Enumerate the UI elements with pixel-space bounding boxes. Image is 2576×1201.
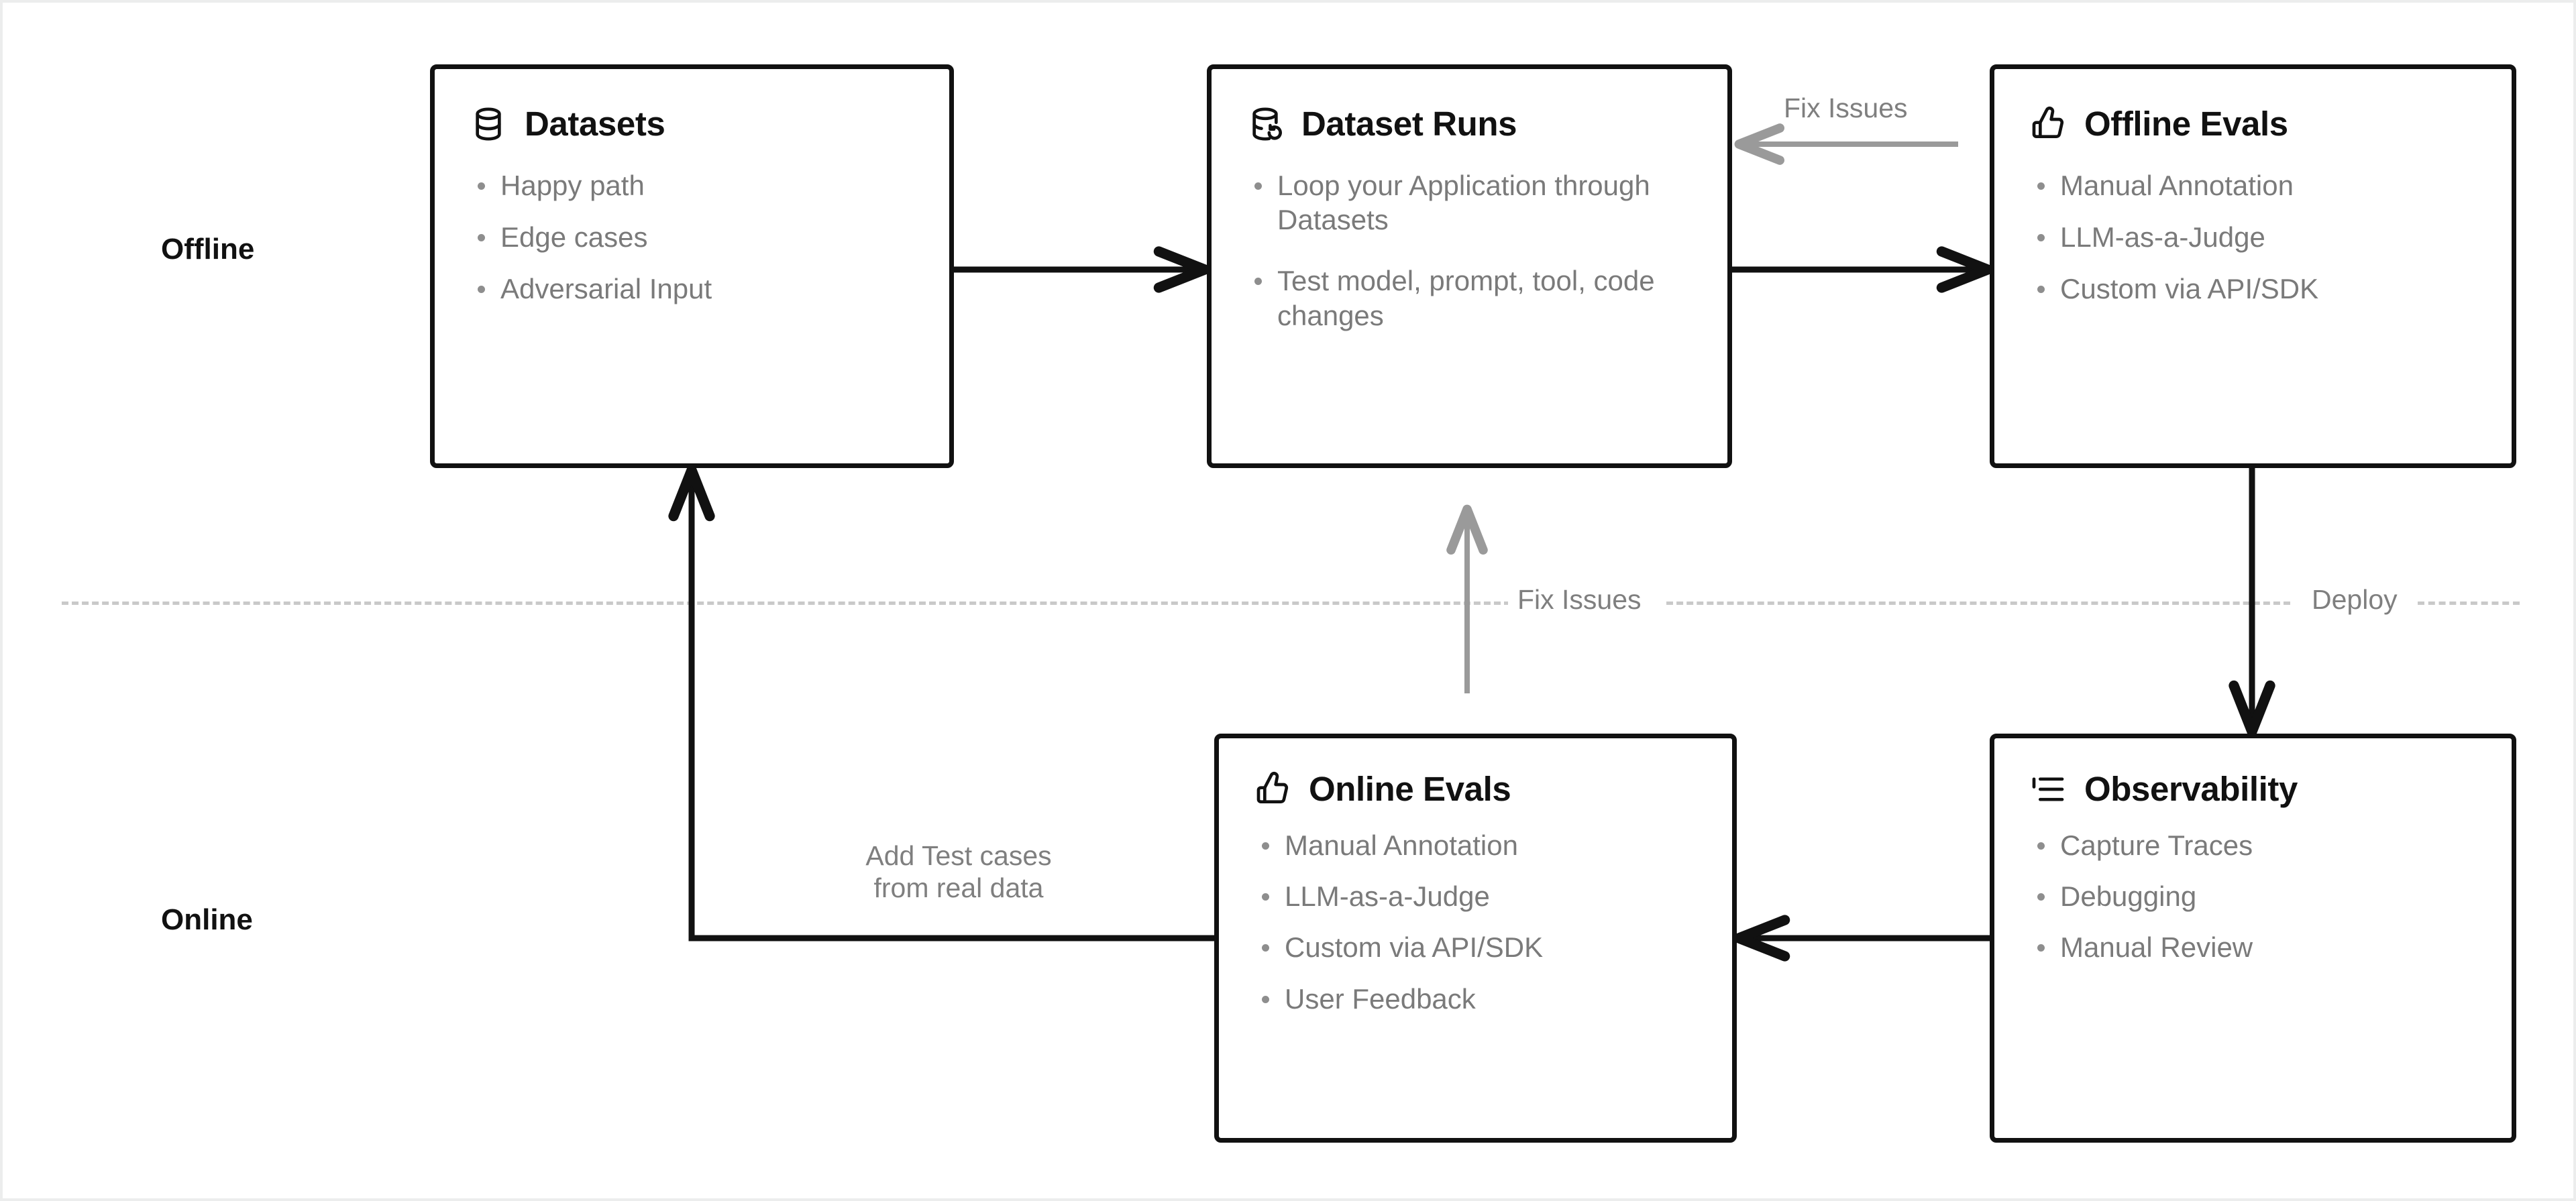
node-online-evals-header: Online Evals xyxy=(1254,770,1697,808)
bullet-item: Manual Annotation xyxy=(2029,168,2477,203)
thumbs-up-icon xyxy=(1254,770,1291,808)
bullet-item: Edge cases xyxy=(470,220,914,254)
bullet-item: Test model, prompt, tool, code changes xyxy=(1246,264,1676,332)
bullet-item: Happy path xyxy=(470,168,914,203)
bullet-item: Manual Review xyxy=(2029,930,2477,964)
database-refresh-icon xyxy=(1246,105,1284,143)
node-dataset-runs[interactable]: Dataset Runs Loop your Application throu… xyxy=(1207,64,1732,468)
edge-label-fix-issues-middle: Fix Issues xyxy=(1508,583,1651,616)
thumbs-up-icon xyxy=(2029,105,2067,143)
node-offline-evals-header: Offline Evals xyxy=(2029,105,2477,143)
node-offline-evals-title: Offline Evals xyxy=(2084,105,2288,144)
node-online-evals-title: Online Evals xyxy=(1309,770,1511,809)
node-datasets-header: Datasets xyxy=(470,105,914,143)
offline-online-divider-middle xyxy=(1666,602,2290,605)
edge-label-fix-issues-top: Fix Issues xyxy=(1784,92,1908,125)
edge-label-add-test-cases: Add Test cases from real data xyxy=(811,840,1106,905)
row-label-online: Online xyxy=(161,903,253,936)
row-label-offline: Offline xyxy=(161,233,255,266)
database-icon xyxy=(470,105,507,143)
list-indent-icon xyxy=(2029,770,2067,808)
offline-online-divider-left xyxy=(62,602,1511,605)
add-test-cases-line-1: Add Test cases xyxy=(865,840,1052,871)
bullet-item: Manual Annotation xyxy=(1254,828,1697,862)
node-datasets[interactable]: Datasets Happy path Edge cases Adversari… xyxy=(430,64,954,468)
node-dataset-runs-bullets: Loop your Application through Datasets T… xyxy=(1246,168,1676,333)
add-test-cases-line-2: from real data xyxy=(873,872,1044,904)
node-observability[interactable]: Observability Capture Traces Debugging M… xyxy=(1990,734,2516,1143)
bullet-item: Adversarial Input xyxy=(470,272,914,306)
node-datasets-title: Datasets xyxy=(525,105,665,144)
node-datasets-bullets: Happy path Edge cases Adversarial Input xyxy=(470,168,914,306)
offline-online-divider-right xyxy=(2418,602,2520,605)
node-online-evals-bullets: Manual Annotation LLM-as-a-Judge Custom … xyxy=(1254,828,1697,1016)
bullet-item: LLM-as-a-Judge xyxy=(1254,879,1697,913)
node-offline-evals-bullets: Manual Annotation LLM-as-a-Judge Custom … xyxy=(2029,168,2477,306)
bullet-item: Debugging xyxy=(2029,879,2477,913)
bullet-item: Loop your Application through Datasets xyxy=(1246,168,1676,237)
node-dataset-runs-header: Dataset Runs xyxy=(1246,105,1693,143)
node-observability-title: Observability xyxy=(2084,770,2298,809)
edge-label-deploy: Deploy xyxy=(2302,583,2407,616)
bullet-item: Custom via API/SDK xyxy=(2029,272,2477,306)
node-online-evals[interactable]: Online Evals Manual Annotation LLM-as-a-… xyxy=(1214,734,1737,1143)
node-observability-bullets: Capture Traces Debugging Manual Review xyxy=(2029,828,2477,965)
node-offline-evals[interactable]: Offline Evals Manual Annotation LLM-as-a… xyxy=(1990,64,2516,468)
bullet-item: LLM-as-a-Judge xyxy=(2029,220,2477,254)
node-dataset-runs-title: Dataset Runs xyxy=(1301,105,1517,144)
bullet-item: User Feedback xyxy=(1254,982,1697,1016)
bullet-item: Custom via API/SDK xyxy=(1254,930,1697,964)
bullet-item: Capture Traces xyxy=(2029,828,2477,862)
node-observability-header: Observability xyxy=(2029,770,2477,808)
